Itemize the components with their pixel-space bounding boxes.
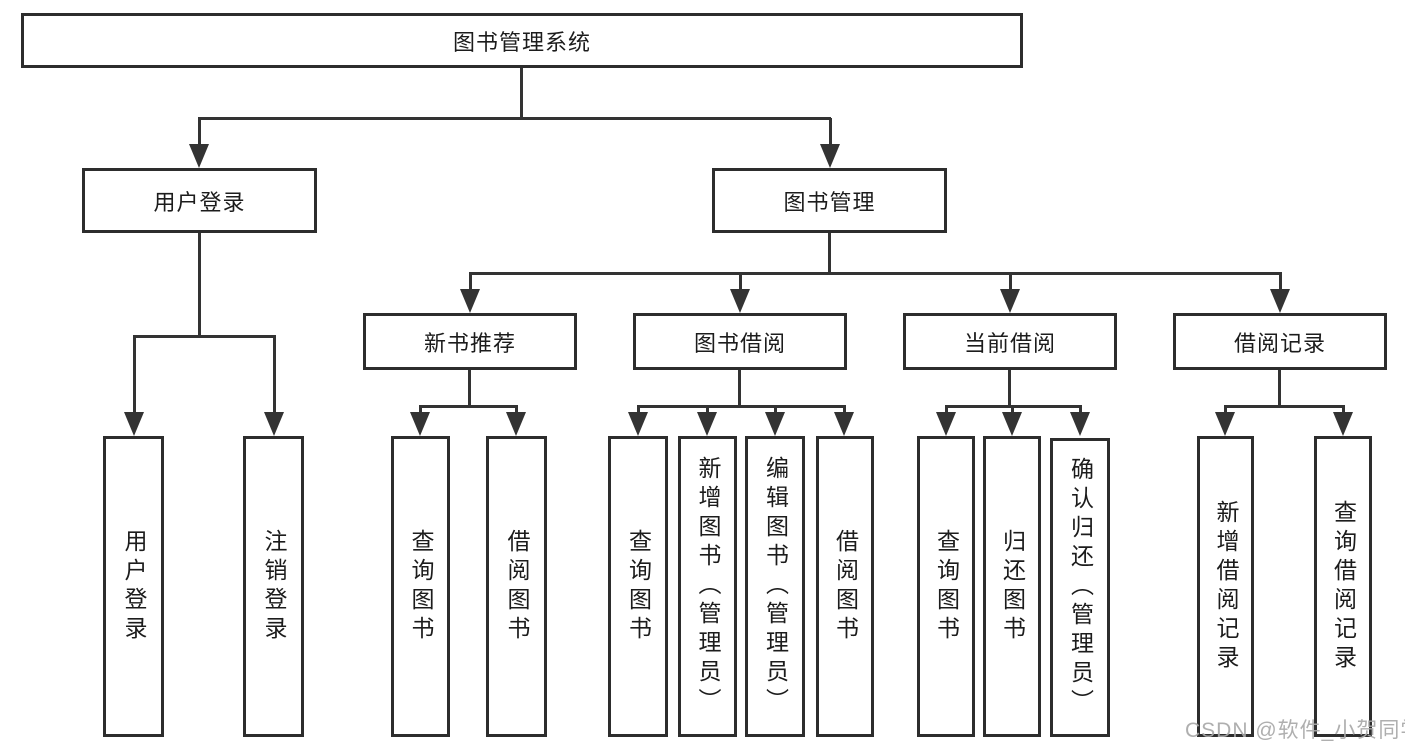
node-label: 编辑图书（管理员） [762, 456, 789, 717]
node-book-borrow: 图书借阅 [633, 313, 847, 370]
arrow-borrow-borrow [834, 406, 854, 436]
arrow-borrow-add [697, 406, 717, 436]
arrow-borrow-query [628, 406, 648, 436]
leaf-records-add-borrow-record: 新增借阅记录 [1197, 436, 1254, 737]
node-label: 图书借阅 [693, 330, 786, 356]
arrow-current-query [936, 406, 956, 436]
connector-book-mgmt-stem [828, 233, 831, 273]
arrow-current-return [1002, 406, 1022, 436]
arrow-records-add [1215, 406, 1235, 436]
leaf-current-confirm-return-admin: 确认归还（管理员） [1050, 438, 1110, 737]
arrow-to-current-borrow [1000, 273, 1020, 313]
arrow-borrow-edit [765, 406, 785, 436]
node-label: 查询借阅记录 [1330, 499, 1357, 674]
node-label: 借阅图书 [504, 528, 530, 645]
node-label: 新增借阅记录 [1213, 499, 1239, 674]
node-label: 用户登录 [153, 189, 246, 215]
connector-recommend-rail [419, 405, 518, 408]
arrow-recommend-query [410, 406, 430, 436]
connector-user-login-stem [198, 233, 201, 336]
connector-borrow-rail [637, 405, 846, 408]
arrow-to-new-book-recommend [460, 273, 480, 313]
connector-book-mgmt-rail [469, 272, 1282, 275]
leaf-logout: 注销登录 [243, 436, 304, 737]
node-label: 新书推荐 [423, 330, 516, 356]
arrow-records-query [1333, 406, 1353, 436]
leaf-borrow-borrow-books: 借阅图书 [816, 436, 874, 737]
arrow-recommend-borrow [506, 406, 526, 436]
arrow-to-login-leaf [124, 336, 144, 436]
connector-user-login-rail [133, 335, 276, 338]
node-book-management: 图书管理 [712, 168, 947, 233]
leaf-current-return-books: 归还图书 [983, 436, 1041, 737]
node-user-login: 用户登录 [82, 168, 317, 233]
node-label: 查询图书 [408, 528, 434, 645]
leaf-records-query-borrow-record: 查询借阅记录 [1314, 436, 1372, 737]
arrow-to-book-borrow [730, 273, 750, 313]
node-label: 查询图书 [625, 528, 652, 645]
leaf-recommend-query-books: 查询图书 [391, 436, 450, 737]
node-label: 用户登录 [121, 528, 147, 645]
leaf-borrow-add-books-admin: 新增图书（管理员） [678, 436, 737, 737]
node-new-book-recommend: 新书推荐 [363, 313, 577, 370]
connector-current-stem [1008, 370, 1011, 406]
node-label: 图书管理系统 [452, 29, 591, 55]
connector-current-rail [945, 405, 1082, 408]
watermark: CSDN @软件_小贺同学 [1185, 719, 1405, 742]
node-label: 确认归还（管理员） [1067, 457, 1094, 718]
arrow-to-logout-leaf [264, 336, 284, 436]
connector-records-stem [1278, 370, 1281, 406]
arrow-to-borrow-records [1270, 273, 1290, 313]
node-label: 注销登录 [261, 528, 287, 645]
leaf-borrow-edit-books-admin: 编辑图书（管理员） [745, 436, 805, 737]
connector-root-rail [198, 117, 831, 120]
node-library-management-system: 图书管理系统 [21, 13, 1023, 68]
node-label: 查询图书 [933, 528, 960, 645]
node-label: 借阅图书 [832, 528, 859, 645]
leaf-current-query-books: 查询图书 [917, 436, 975, 737]
arrow-current-confirm [1070, 406, 1090, 436]
leaf-recommend-borrow-books: 借阅图书 [486, 436, 547, 737]
arrow-to-book-management [820, 118, 840, 168]
node-label: 归还图书 [999, 528, 1026, 645]
connector-records-rail [1224, 405, 1345, 408]
leaf-borrow-query-books: 查询图书 [608, 436, 668, 737]
node-label: 新增图书（管理员） [695, 456, 721, 717]
node-label: 借阅记录 [1233, 330, 1326, 356]
connector-root-stem [520, 68, 523, 118]
node-current-borrow: 当前借阅 [903, 313, 1117, 370]
connector-recommend-stem [468, 370, 471, 406]
leaf-user-login: 用户登录 [103, 436, 164, 737]
arrow-to-user-login [189, 118, 209, 168]
connector-borrow-stem [738, 370, 741, 406]
node-borrow-records: 借阅记录 [1173, 313, 1387, 370]
node-label: 当前借阅 [963, 330, 1056, 356]
node-label: 图书管理 [783, 189, 876, 215]
